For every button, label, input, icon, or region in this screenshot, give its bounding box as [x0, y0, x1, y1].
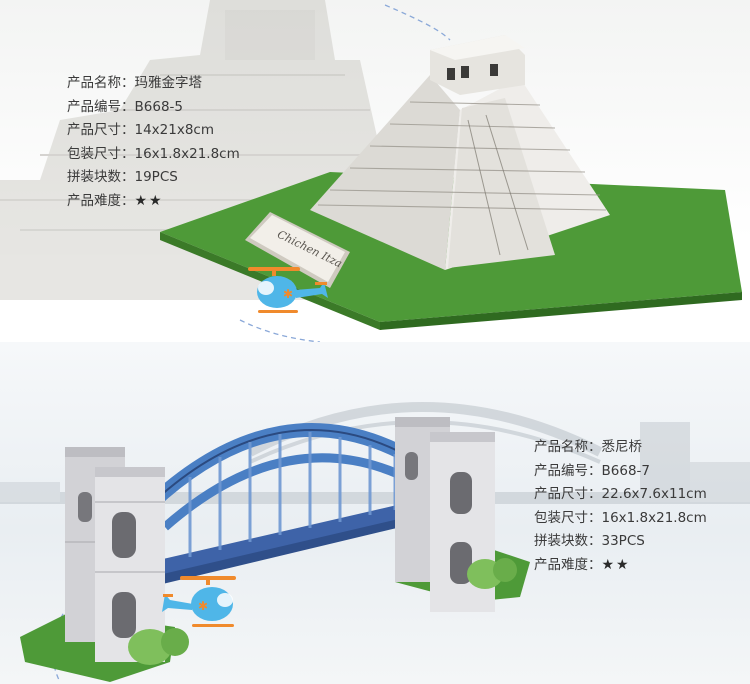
pyramid-scene: Chichen Itza ✱ — [0, 0, 742, 342]
spec-value: 玛雅金字塔 — [134, 75, 203, 91]
spec-label: 产品尺寸 — [534, 486, 602, 502]
spec-row-code: 产品编号B668-5 — [67, 96, 240, 120]
spec-row-pieces: 拼装块数19PCS — [67, 166, 240, 190]
spec-row-code: 产品编号B668-7 — [534, 460, 707, 484]
flight-path-top — [384, 4, 451, 41]
spec-row-name: 产品名称悉尼桥 — [534, 436, 707, 460]
flight-path-top-lower — [239, 319, 321, 342]
product-specs-bridge: 产品名称悉尼桥 产品编号B668-7 产品尺寸22.6x7.6x11cm 包装尺… — [534, 436, 707, 577]
product-specs-pyramid: 产品名称玛雅金字塔 产品编号B668-5 产品尺寸14x21x8cm 包装尺寸1… — [67, 72, 240, 213]
spec-row-size: 产品尺寸14x21x8cm — [67, 119, 240, 143]
spec-row-size: 产品尺寸22.6x7.6x11cm — [534, 483, 707, 507]
product-section-bridge: ✱ 产品名称悉尼桥 产品编号B668-7 产品尺寸22.6x7.6x11cm 包… — [0, 342, 750, 684]
spec-label: 产品编号 — [67, 99, 135, 115]
spec-row-pieces: 拼装块数33PCS — [534, 530, 707, 554]
spec-label: 产品名称 — [67, 75, 135, 91]
bridge-scene: ✱ — [0, 402, 750, 683]
pyramid-sign: Chichen Itza — [245, 212, 350, 288]
spec-label: 产品名称 — [534, 439, 602, 455]
spec-row-pack: 包装尺寸16x1.8x21.8cm — [534, 507, 707, 531]
bridge-arch — [143, 423, 419, 557]
spec-value: 16x1.8x21.8cm — [134, 145, 240, 162]
spec-label: 包装尺寸 — [67, 146, 135, 162]
spec-label: 包装尺寸 — [534, 510, 602, 526]
svg-text:✱: ✱ — [198, 599, 208, 613]
svg-text:✱: ✱ — [283, 287, 293, 301]
spec-label: 产品尺寸 — [67, 122, 135, 138]
star-icon: ★★ — [134, 192, 164, 209]
helicopter-icon: ✱ — [162, 576, 236, 627]
spec-value: 33PCS — [601, 533, 645, 549]
spec-row-difficulty: 产品难度★★ — [534, 554, 707, 578]
spec-value: 19PCS — [134, 169, 178, 185]
spec-value: 悉尼桥 — [601, 439, 643, 455]
trees — [128, 558, 517, 665]
spec-row-name: 产品名称玛雅金字塔 — [67, 72, 240, 96]
product-section-pyramid: Chichen Itza ✱ 产品名称玛雅金字塔 产品编号B668-5 产品尺寸… — [0, 0, 750, 342]
spec-label: 拼装块数 — [67, 169, 135, 185]
spec-label: 拼装块数 — [534, 533, 602, 549]
spec-label: 产品难度 — [67, 193, 135, 209]
spec-value: B668-7 — [601, 462, 651, 479]
spec-row-pack: 包装尺寸16x1.8x21.8cm — [67, 143, 240, 167]
spec-value: 16x1.8x21.8cm — [601, 509, 707, 526]
helicopter-icon: ✱ — [248, 267, 328, 313]
spec-value: B668-5 — [134, 98, 184, 115]
star-icon: ★★ — [601, 556, 631, 573]
pyramid-model — [310, 35, 610, 270]
spec-value: 14x21x8cm — [134, 122, 215, 138]
spec-row-difficulty: 产品难度★★ — [67, 190, 240, 214]
spec-label: 产品难度 — [534, 557, 602, 573]
spec-label: 产品编号 — [534, 463, 602, 479]
spec-value: 22.6x7.6x11cm — [601, 486, 707, 502]
bridge-tower-right — [395, 417, 495, 612]
